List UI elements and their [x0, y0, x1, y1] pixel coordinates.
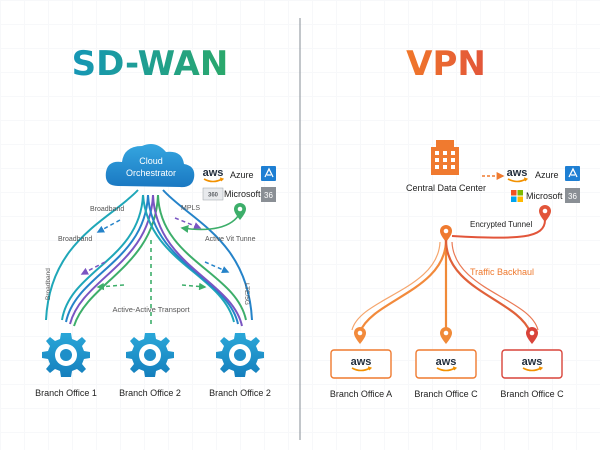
microsoft-logo-icon: [202, 187, 224, 201]
sdwan-cloud-aws-azure: Azure: [201, 166, 276, 183]
vpn-title: VPN: [406, 44, 486, 84]
branch-label-3: Branch Office 2: [209, 388, 271, 398]
branch-3-gear-icon: [216, 333, 264, 377]
vpn-azure-icon: [565, 166, 580, 181]
office-c-pin-icon: [526, 327, 538, 344]
vpn-microsoft-label: Microsoft: [526, 191, 563, 201]
label-active-active: Active-Active Transport: [112, 305, 190, 314]
branch-label-2: Branch Office 2: [119, 388, 181, 398]
hub-pin-icon: [440, 225, 452, 242]
office-label-a: Branch Office A: [330, 389, 392, 399]
encrypted-tunnel-label: Encrypted Tunnel: [470, 220, 532, 229]
branch-label-1: Branch Office 1: [35, 388, 97, 398]
datacenter-building-icon: [431, 140, 459, 175]
traffic-backhaul-label: Traffic Backhaul: [470, 267, 534, 277]
sdwan-microsoft-label: Microsoft: [224, 189, 261, 199]
datacenter-label: Central Data Center: [406, 183, 486, 193]
office-label-b: Branch Office C: [414, 389, 478, 399]
label-active-tunnel: Active Vit Tunne: [205, 236, 256, 243]
vpn-cloud-microsoft: Microsoft 36: [511, 188, 580, 203]
location-pin-icon: [234, 203, 246, 220]
branch-1-gear-icon: [42, 333, 90, 377]
orchestrator-line2: Orchestrator: [126, 168, 176, 178]
orchestrator-line1: Cloud: [139, 156, 163, 166]
active-tunnel-link: [180, 212, 241, 233]
label-broadband-top: Broadband: [90, 206, 124, 213]
vpn-microsoft-badge: 36: [568, 192, 577, 201]
cloud-orchestrator: Cloud Orchestrator: [105, 144, 195, 188]
label-mpls: MPLS: [181, 205, 200, 212]
sdwan-microsoft-badge: 36: [264, 191, 273, 200]
windows-logo-icon: [511, 190, 523, 202]
vpn-azure-label: Azure: [535, 170, 559, 180]
label-lte-vertical: LTE/5G: [243, 283, 250, 305]
label-broadband-mid: Broadband: [58, 236, 92, 243]
sdwan-azure-label: Azure: [230, 170, 254, 180]
azure-icon: [261, 166, 276, 181]
svg-text:360: 360: [208, 193, 219, 199]
label-broadband-vertical: Broadband: [45, 268, 52, 300]
office-label-c: Branch Office C: [500, 389, 564, 399]
sdwan-title: SD-WAN: [72, 44, 229, 84]
sdwan-dashed-arrows: [80, 217, 230, 291]
sdwan-cloud-microsoft: 360 Microsoft 36: [202, 187, 276, 202]
branch-2-gear-icon: [126, 333, 174, 377]
office-a-pin-icon: [354, 327, 366, 344]
encrypted-tunnel-link: [451, 219, 546, 239]
tunnel-pin-icon: [539, 205, 551, 222]
office-b-pin-icon: [440, 327, 452, 344]
vpn-cloud-aws-azure: Azure: [505, 166, 580, 183]
vpn-backhaul-links: [351, 239, 539, 333]
